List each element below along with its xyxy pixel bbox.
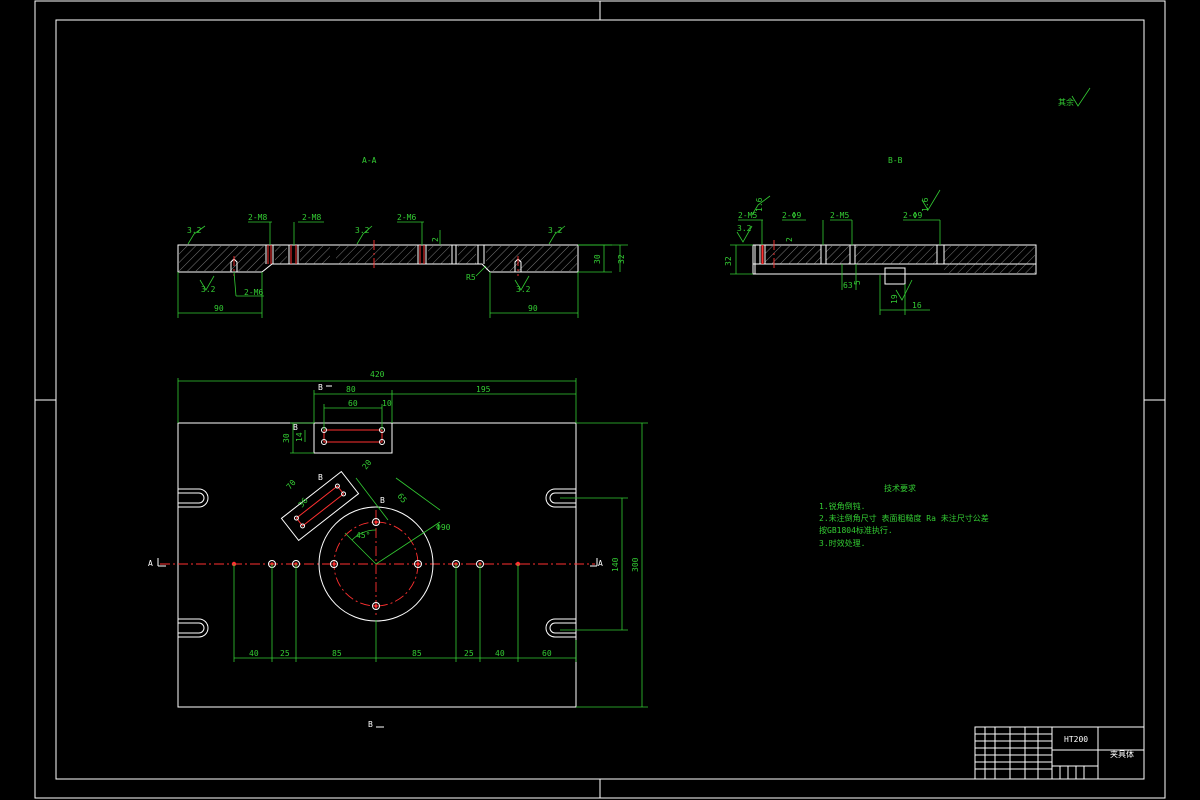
svg-text:A: A xyxy=(148,559,153,568)
svg-text:60: 60 xyxy=(348,399,358,408)
svg-text:3.2: 3.2 xyxy=(737,224,752,233)
svg-text:2-Φ9: 2-Φ9 xyxy=(782,211,801,220)
technical-notes: 技术要求 1.锐角倒钝. 2.未注倒角尺寸 表面粗糙度 Ra 未注尺寸公差 按G… xyxy=(819,483,989,548)
svg-text:300: 300 xyxy=(631,557,640,572)
svg-text:25: 25 xyxy=(464,649,474,658)
svg-text:45°: 45° xyxy=(356,531,370,540)
svg-text:32: 32 xyxy=(724,256,733,266)
svg-text:14: 14 xyxy=(295,432,304,442)
plan-view: 420 80 195 60 10 B 30 14 B 70 36 65 20 B… xyxy=(148,370,648,729)
svg-text:65: 65 xyxy=(395,492,408,505)
svg-text:60: 60 xyxy=(542,649,552,658)
svg-text:40: 40 xyxy=(495,649,505,658)
svg-text:B: B xyxy=(380,496,385,505)
svg-text:3.2: 3.2 xyxy=(187,226,202,235)
svg-text:40: 40 xyxy=(249,649,259,658)
section-aa-label: A-A xyxy=(362,156,377,165)
svg-text:3.2: 3.2 xyxy=(548,226,563,235)
svg-text:按GB1804标准执行.: 按GB1804标准执行. xyxy=(819,525,893,535)
svg-text:3.时效处理.: 3.时效处理. xyxy=(819,538,865,548)
svg-text:R5: R5 xyxy=(466,273,476,282)
svg-text:2-M5: 2-M5 xyxy=(830,211,849,220)
svg-text:70: 70 xyxy=(285,478,298,491)
svg-text:25: 25 xyxy=(280,649,290,658)
svg-text:20: 20 xyxy=(360,458,373,471)
svg-text:63: 63 xyxy=(843,281,853,290)
svg-text:420: 420 xyxy=(370,370,385,379)
title-block: HT200 夹具体 xyxy=(974,726,1145,780)
svg-text:Φ90: Φ90 xyxy=(436,523,451,532)
svg-text:B: B xyxy=(368,720,373,729)
svg-text:2.未注倒角尺寸 表面粗糙度 Ra 未注尺寸公差: 2.未注倒角尺寸 表面粗糙度 Ra 未注尺寸公差 xyxy=(819,513,989,523)
svg-text:32: 32 xyxy=(617,254,626,264)
svg-text:30: 30 xyxy=(593,254,602,264)
svg-text:1.6: 1.6 xyxy=(755,197,764,212)
svg-text:2-M5: 2-M5 xyxy=(738,211,757,220)
svg-text:2-M8: 2-M8 xyxy=(302,213,321,222)
svg-text:5: 5 xyxy=(853,280,862,285)
corner-roughness-symbol: 其余 xyxy=(1058,87,1091,107)
part-name-label: 夹具体 xyxy=(1110,749,1134,759)
svg-text:2: 2 xyxy=(785,237,794,242)
svg-text:A: A xyxy=(598,559,603,568)
svg-text:2: 2 xyxy=(431,237,440,242)
inner-border xyxy=(55,19,1145,780)
svg-text:B: B xyxy=(318,383,323,392)
svg-text:19: 19 xyxy=(890,294,899,304)
svg-text:2-M6: 2-M6 xyxy=(244,288,263,297)
svg-text:1.锐角倒钝.: 1.锐角倒钝. xyxy=(819,501,865,511)
svg-text:2-M8: 2-M8 xyxy=(248,213,267,222)
svg-text:2-Φ9: 2-Φ9 xyxy=(903,211,922,220)
svg-text:技术要求: 技术要求 xyxy=(884,483,916,493)
svg-text:85: 85 xyxy=(332,649,342,658)
svg-text:85: 85 xyxy=(412,649,422,658)
svg-text:2-M6: 2-M6 xyxy=(397,213,416,222)
svg-text:B: B xyxy=(318,473,323,482)
outer-border xyxy=(34,0,1166,799)
svg-text:140: 140 xyxy=(611,557,620,572)
svg-text:1.6: 1.6 xyxy=(921,197,930,212)
section-bb-label: B-B xyxy=(888,156,903,165)
svg-text:其余: 其余 xyxy=(1058,97,1074,107)
svg-text:90: 90 xyxy=(528,304,538,313)
section-bb: B-B 32 1.6 3.2 1.6 2-M5 2-Φ9 2-M5 2-Φ9 xyxy=(724,156,1037,315)
svg-text:195: 195 xyxy=(476,385,491,394)
section-aa: A-A 3.2 3.2 3.2 3.2 3.2 2-M8 xyxy=(177,156,628,318)
svg-text:3.2: 3.2 xyxy=(201,285,216,294)
material-label: HT200 xyxy=(1064,735,1088,744)
svg-text:3.2: 3.2 xyxy=(516,285,531,294)
svg-text:90: 90 xyxy=(214,304,224,313)
svg-text:10: 10 xyxy=(382,399,392,408)
svg-text:80: 80 xyxy=(346,385,356,394)
svg-text:16: 16 xyxy=(912,301,922,310)
svg-text:B: B xyxy=(293,423,298,432)
svg-text:3.2: 3.2 xyxy=(355,226,370,235)
svg-text:30: 30 xyxy=(282,433,291,443)
